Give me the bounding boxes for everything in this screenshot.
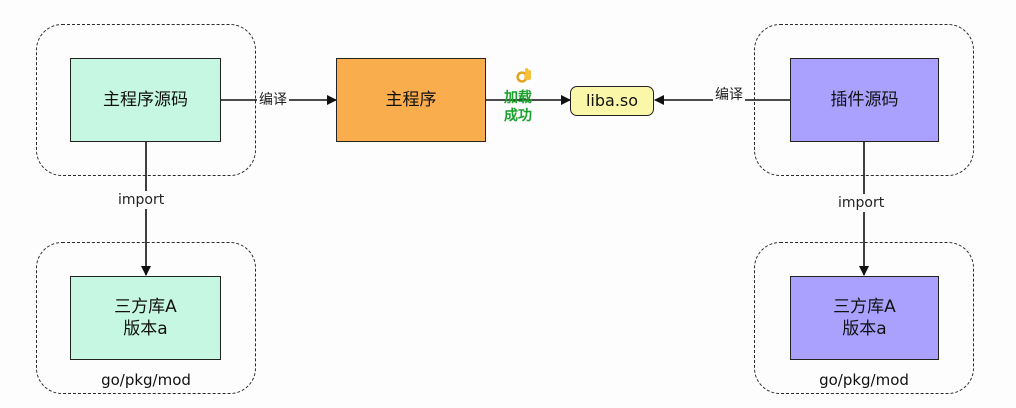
host-import-label: import <box>116 191 167 209</box>
plugin-dependency-version: 版本a <box>842 319 887 339</box>
shared-library-node: liba.so <box>570 86 654 116</box>
plugin-source-node: 插件源码 <box>790 58 939 142</box>
plugin-dependency-node: 三方库A 版本a <box>790 276 939 360</box>
plugin-source-label: 插件源码 <box>830 90 899 110</box>
shared-library-label: liba.so <box>585 91 639 110</box>
plugin-module-path: go/pkg/mod <box>819 371 909 389</box>
host-compile-label: 编译 <box>257 91 289 109</box>
load-success-line1: 加载 <box>504 90 532 106</box>
host-dependency-node: 三方库A 版本a <box>70 276 221 360</box>
plugin-module-group <box>754 242 974 394</box>
load-success-line2: 成功 <box>504 108 532 124</box>
host-source-label: 主程序源码 <box>103 90 188 110</box>
plugin-dependency-name: 三方库A <box>833 297 896 317</box>
host-binary-node: 主程序 <box>336 58 486 142</box>
plugin-import-label: import <box>836 194 887 212</box>
host-dependency-name: 三方库A <box>114 297 177 317</box>
host-module-path: go/pkg/mod <box>101 371 191 389</box>
host-dependency-version: 版本a <box>123 319 168 339</box>
plugin-source-group <box>754 24 974 176</box>
host-module-group <box>36 242 256 394</box>
load-success-annotation: 加载 成功 <box>504 89 532 125</box>
host-source-node: 主程序源码 <box>70 58 221 142</box>
host-binary-label: 主程序 <box>385 90 437 110</box>
host-source-group <box>36 24 256 176</box>
plugin-compile-label: 编译 <box>713 86 745 104</box>
ok-hand-icon <box>516 68 531 83</box>
